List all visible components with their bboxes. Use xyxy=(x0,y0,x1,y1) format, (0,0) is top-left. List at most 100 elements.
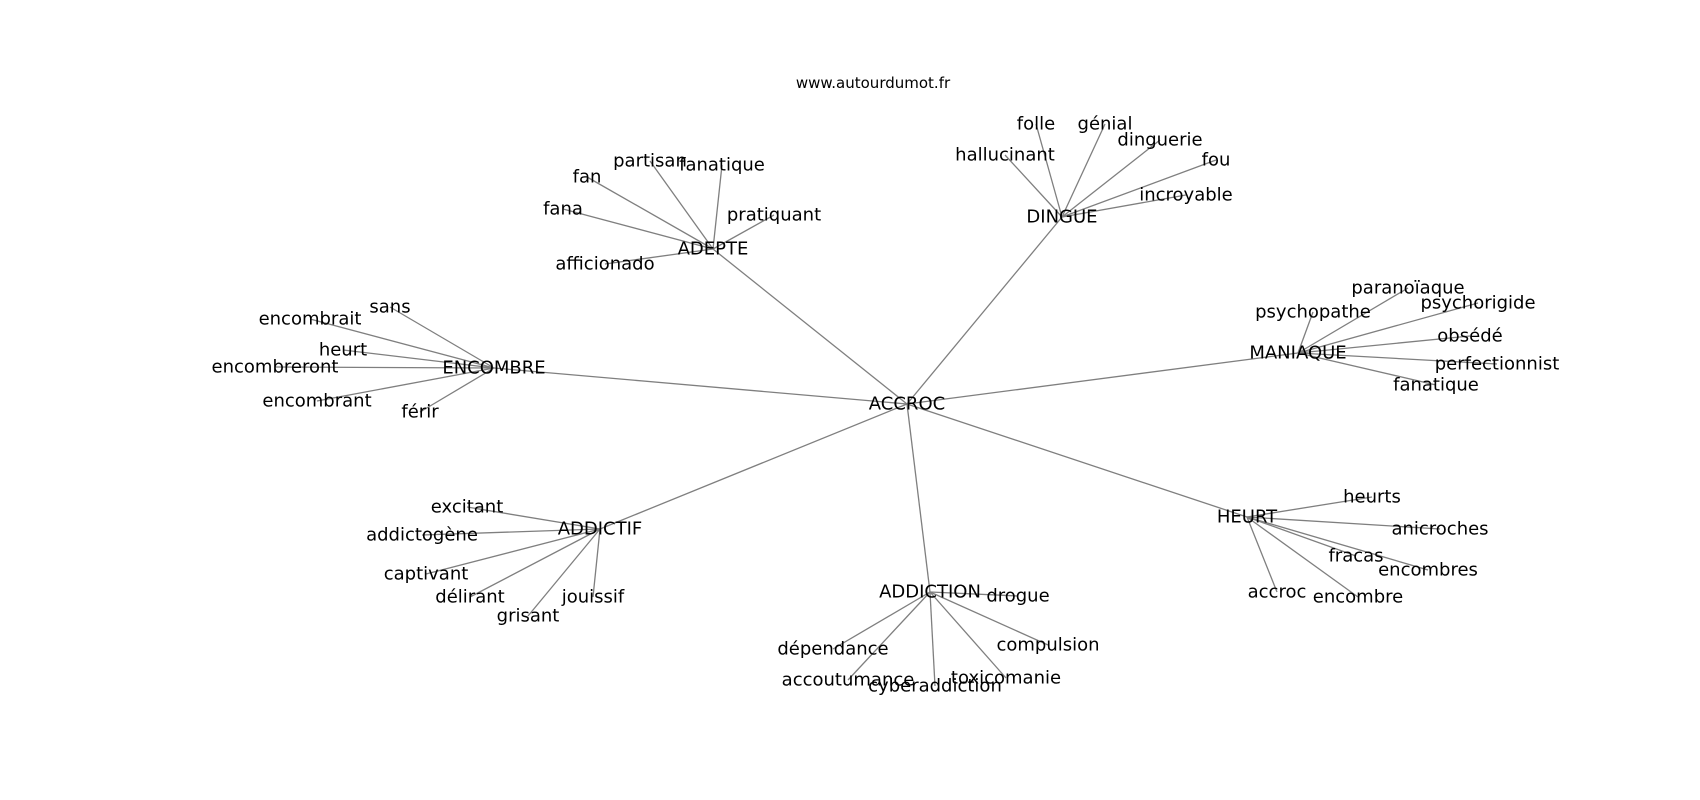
hub-word-addictif[interactable]: ADDICTIF xyxy=(558,519,643,540)
related-word[interactable]: compulsion xyxy=(996,635,1099,656)
edge-encombre-1 xyxy=(309,318,495,369)
edge-addictif-1 xyxy=(421,528,601,536)
related-word[interactable]: génial xyxy=(1078,114,1133,135)
edge-root-addiction xyxy=(906,403,931,593)
related-word[interactable]: pratiquant xyxy=(727,205,821,226)
related-word[interactable]: toxicomanie xyxy=(951,668,1061,689)
edge-addictif-4 xyxy=(527,528,601,617)
related-word[interactable]: heurts xyxy=(1343,487,1401,508)
related-word[interactable]: fana xyxy=(543,199,583,220)
edge-heurt-3 xyxy=(1246,516,1429,571)
edge-heurt-1 xyxy=(1246,516,1441,530)
edge-dingue-4 xyxy=(1061,159,1217,218)
hub-word-heurt[interactable]: HEURT xyxy=(1217,507,1278,528)
edge-addiction-0 xyxy=(929,591,1019,597)
edge-adepte-2 xyxy=(586,176,714,250)
graph-nodes: ACCROCADEPTEafficionadofanafanpartisanfa… xyxy=(212,114,1560,697)
related-word[interactable]: encombrait xyxy=(259,309,362,330)
edge-addiction-5 xyxy=(832,591,931,650)
edge-addiction-3 xyxy=(929,591,936,687)
site-url: www.autourdumot.fr xyxy=(796,74,951,92)
edge-heurt-4 xyxy=(1246,516,1359,598)
related-word[interactable]: perfectionnist xyxy=(1435,354,1560,375)
related-word[interactable]: heurt xyxy=(319,340,367,361)
edge-adepte-3 xyxy=(649,160,714,250)
related-word[interactable]: obsédé xyxy=(1437,326,1502,347)
related-word[interactable]: grisant xyxy=(497,606,560,627)
related-word[interactable]: paranoïaque xyxy=(1351,278,1464,299)
related-word[interactable]: folle xyxy=(1017,114,1055,135)
related-word[interactable]: cyberaddiction xyxy=(868,676,1002,697)
edge-encombre-5 xyxy=(419,367,495,413)
related-word[interactable]: anicroches xyxy=(1391,519,1488,540)
related-word[interactable]: psychopathe xyxy=(1255,302,1371,323)
related-word[interactable]: fanatique xyxy=(1393,375,1479,396)
related-word[interactable]: encombre xyxy=(1313,587,1403,608)
edge-encombre-4 xyxy=(316,367,495,402)
related-word[interactable]: férir xyxy=(401,402,439,423)
related-word[interactable]: fan xyxy=(573,167,602,188)
edge-encombre-3 xyxy=(274,366,495,369)
related-word[interactable]: encombrant xyxy=(262,391,371,412)
related-word[interactable]: dépendance xyxy=(777,639,888,660)
edge-heurt-5 xyxy=(1246,516,1278,593)
root-word[interactable]: ACCROC xyxy=(869,394,945,415)
related-word[interactable]: psychorigide xyxy=(1420,293,1535,314)
edge-maniaque-1 xyxy=(1297,287,1409,354)
graph-edges xyxy=(274,123,1498,687)
hub-word-dingue[interactable]: DINGUE xyxy=(1026,207,1097,228)
edge-dingue-0 xyxy=(1004,154,1063,218)
hub-word-adepte[interactable]: ADEPTE xyxy=(678,239,749,260)
hub-word-maniaque[interactable]: MANIAQUE xyxy=(1249,343,1346,364)
edge-dingue-2 xyxy=(1061,123,1106,218)
edge-encombre-2 xyxy=(342,349,495,369)
edge-addiction-2 xyxy=(929,591,1007,679)
edge-maniaque-4 xyxy=(1297,352,1498,365)
edge-adepte-0 xyxy=(604,248,714,265)
edge-adepte-1 xyxy=(562,208,714,250)
edge-encombre-0 xyxy=(389,306,495,369)
related-word[interactable]: accroc xyxy=(1248,582,1307,603)
related-word[interactable]: encombreront xyxy=(212,357,339,378)
hub-word-addiction[interactable]: ADDICTION xyxy=(879,582,981,603)
related-word[interactable]: partisan xyxy=(613,151,687,172)
related-word[interactable]: addictogène xyxy=(366,525,478,546)
edge-root-dingue xyxy=(906,216,1063,405)
edge-addictif-2 xyxy=(425,528,601,575)
edge-dingue-3 xyxy=(1061,139,1161,218)
edge-maniaque-3 xyxy=(1297,335,1471,354)
edge-heurt-2 xyxy=(1246,516,1357,557)
related-word[interactable]: incroyable xyxy=(1139,185,1233,206)
edge-adepte-5 xyxy=(712,214,775,250)
edge-maniaque-0 xyxy=(1297,311,1314,354)
related-word[interactable]: fou xyxy=(1202,150,1231,171)
edge-heurt-0 xyxy=(1246,496,1373,518)
edge-addiction-1 xyxy=(929,591,1049,646)
related-word[interactable]: jouissif xyxy=(561,587,625,608)
related-word[interactable]: encombres xyxy=(1378,560,1478,581)
edge-addictif-3 xyxy=(469,528,601,598)
edge-addictif-0 xyxy=(466,506,601,530)
related-word[interactable]: dinguerie xyxy=(1117,130,1202,151)
edge-root-maniaque xyxy=(906,352,1299,405)
related-word[interactable]: hallucinant xyxy=(955,145,1055,166)
related-word[interactable]: excitant xyxy=(431,497,504,518)
related-word[interactable]: sans xyxy=(369,297,410,318)
related-word[interactable]: drogue xyxy=(986,586,1049,607)
related-word[interactable]: fracas xyxy=(1328,546,1383,567)
related-word[interactable]: délirant xyxy=(435,587,504,608)
edge-maniaque-5 xyxy=(1297,352,1437,386)
edge-dingue-5 xyxy=(1061,194,1187,218)
hub-word-encombre[interactable]: ENCOMBRE xyxy=(442,358,545,379)
related-word[interactable]: accoutumance xyxy=(782,670,915,691)
related-word[interactable]: afficionado xyxy=(555,254,654,275)
edge-root-encombre xyxy=(493,367,908,405)
edge-root-heurt xyxy=(906,403,1248,518)
edge-addictif-5 xyxy=(592,528,601,598)
edge-addiction-4 xyxy=(847,591,931,681)
related-word[interactable]: captivant xyxy=(384,564,469,585)
related-word[interactable]: fanatique xyxy=(679,155,765,176)
edge-maniaque-2 xyxy=(1297,302,1479,354)
edge-adepte-4 xyxy=(712,164,723,250)
